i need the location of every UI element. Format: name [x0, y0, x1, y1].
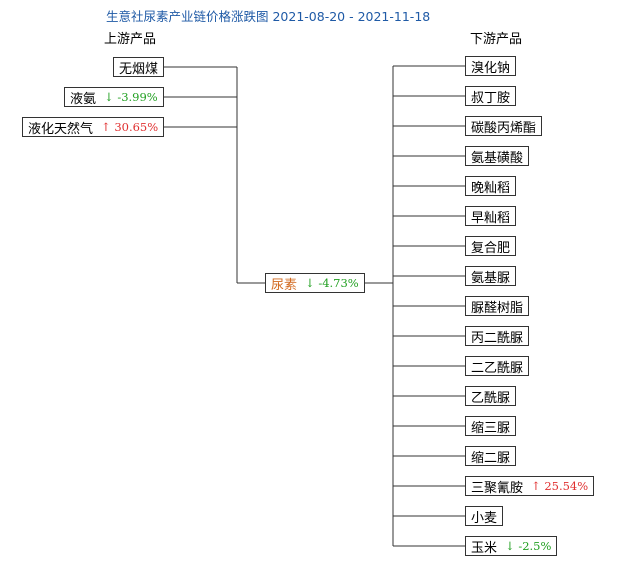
change-value: -3.99%	[117, 90, 158, 104]
node-name: 碳酸丙烯酯	[471, 120, 537, 136]
node-name: 脲醛树脂	[471, 300, 524, 316]
price-down-change: ↓ -3.99%	[104, 90, 158, 104]
downstream-node: 二乙酰脲	[465, 356, 530, 376]
downstream-node: 叔丁胺	[465, 86, 517, 106]
node-name: 尿素	[271, 277, 298, 293]
price-down-change: ↓ -2.5%	[505, 539, 551, 553]
arrow-down-icon: ↓	[305, 276, 319, 290]
price-up-change: ↑ 30.65%	[101, 120, 158, 134]
change-value: -2.5%	[518, 539, 552, 553]
downstream-node: 缩三脲	[465, 416, 517, 436]
node-name: 无烟煤	[119, 61, 159, 77]
downstream-node: 乙酰脲	[465, 386, 517, 406]
downstream-node: 溴化钠	[465, 56, 517, 76]
change-value: 25.54%	[544, 479, 589, 493]
node-name: 早籼稻	[471, 210, 511, 226]
node-name: 叔丁胺	[471, 90, 511, 106]
downstream-node: 氨基磺酸	[465, 146, 530, 166]
downstream-node: 小麦	[465, 506, 504, 526]
change-value: 30.65%	[114, 120, 159, 134]
arrow-down-icon: ↓	[505, 539, 519, 553]
node-name: 晚籼稻	[471, 180, 511, 196]
price-up-change: ↑ 25.54%	[531, 479, 588, 493]
node-name: 液化天然气	[28, 121, 94, 137]
downstream-node: 丙二酰脲	[465, 326, 530, 346]
downstream-node: 缩二脲	[465, 446, 517, 466]
downstream-node: 晚籼稻	[465, 176, 517, 196]
upstream-node: 无烟煤	[113, 57, 165, 77]
downstream-node: 脲醛树脂	[465, 296, 530, 316]
upstream-node: 液化天然气 ↑ 30.65%	[22, 117, 165, 137]
node-name: 玉米	[471, 540, 498, 556]
node-name: 缩二脲	[471, 450, 511, 466]
node-name: 缩三脲	[471, 420, 511, 436]
node-name: 乙酰脲	[471, 390, 511, 406]
downstream-header: 下游产品	[470, 32, 523, 47]
center-node: 尿素 ↓ -4.73%	[265, 273, 365, 293]
chart-title: 生意社尿素产业链价格涨跌图 2021-08-20 - 2021-11-18	[106, 9, 431, 24]
node-name: 溴化钠	[471, 60, 511, 76]
node-name: 氨基磺酸	[471, 150, 524, 166]
arrow-down-icon: ↓	[104, 90, 118, 104]
node-name: 二乙酰脲	[471, 360, 524, 376]
node-name: 复合肥	[471, 240, 511, 256]
downstream-node: 玉米 ↓ -2.5%	[465, 536, 558, 556]
downstream-node: 氨基脲	[465, 266, 517, 286]
node-name: 丙二酰脲	[471, 330, 524, 346]
node-name: 氨基脲	[471, 270, 511, 286]
upstream-node: 液氨 ↓ -3.99%	[64, 87, 164, 107]
upstream-header: 上游产品	[104, 32, 157, 47]
downstream-node: 早籼稻	[465, 206, 517, 226]
change-value: -4.73%	[318, 276, 359, 290]
downstream-node: 复合肥	[465, 236, 517, 256]
arrow-up-icon: ↑	[101, 120, 115, 134]
node-name: 液氨	[70, 91, 97, 107]
downstream-node: 碳酸丙烯酯	[465, 116, 543, 136]
arrow-up-icon: ↑	[531, 479, 545, 493]
downstream-node: 三聚氰胺 ↑ 25.54%	[465, 476, 595, 496]
node-name: 小麦	[471, 510, 498, 526]
node-name: 三聚氰胺	[471, 480, 524, 496]
price-down-change: ↓ -4.73%	[305, 276, 359, 290]
